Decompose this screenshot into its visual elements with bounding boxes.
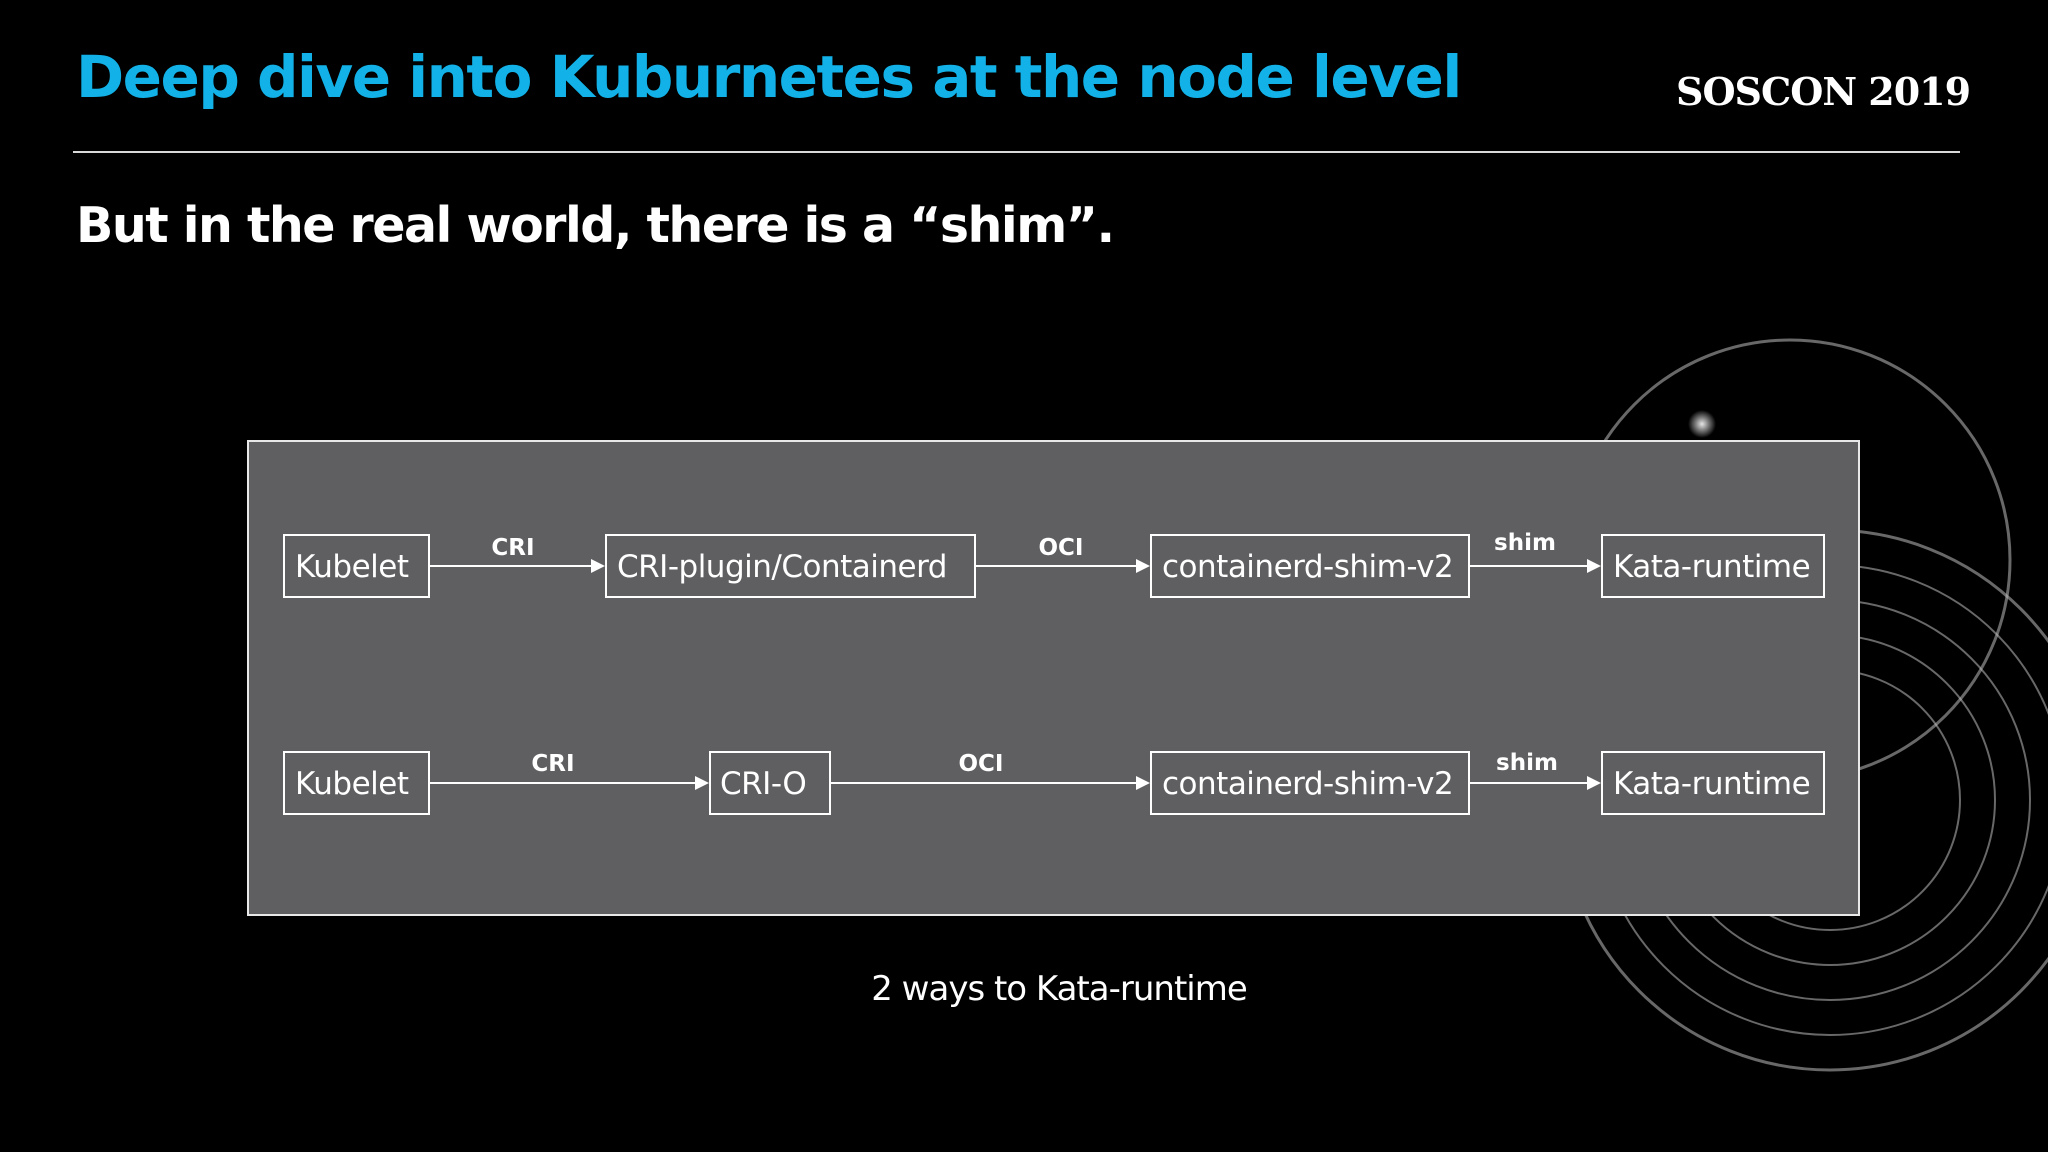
edge-label-cri: CRI (531, 751, 574, 777)
node-box (1601, 751, 1825, 815)
node-kata-runtime: Kata-runtime (1613, 549, 1810, 585)
diagram-caption: 2 ways to Kata-runtime (871, 969, 1248, 1009)
arrowhead (1136, 776, 1150, 790)
conference-logo: SOSCON 2019 (1676, 69, 1971, 114)
edge-label-shim: shim (1494, 530, 1556, 556)
edge-label-shim: shim (1496, 750, 1558, 776)
arrowhead (591, 559, 605, 573)
flow-row-1: Kubelet CRI CRI-plugin/Containerd OCI co… (283, 530, 1825, 598)
node-box (1601, 534, 1825, 598)
diagram-panel (247, 440, 1860, 916)
arrowhead (695, 776, 709, 790)
node-kubelet: Kubelet (295, 766, 409, 802)
edge-label-oci: OCI (959, 751, 1004, 777)
node-containerd-shim-v2: containerd-shim-v2 (1162, 766, 1453, 802)
node-cri-o: CRI-O (720, 766, 806, 802)
node-kata-runtime: Kata-runtime (1613, 766, 1810, 802)
edge-label-oci: OCI (1039, 535, 1084, 561)
arrowhead (1136, 559, 1150, 573)
arrowhead (1587, 559, 1601, 573)
node-containerd-shim-v2: containerd-shim-v2 (1162, 549, 1453, 585)
slide-title: Deep dive into Kuburnetes at the node le… (76, 43, 1462, 111)
node-kubelet: Kubelet (295, 549, 409, 585)
node-cri-plugin-containerd: CRI-plugin/Containerd (617, 549, 947, 585)
title-divider (73, 151, 1960, 153)
flow-row-2: Kubelet CRI CRI-O OCI containerd-shim-v2… (283, 750, 1825, 815)
slide-subtitle: But in the real world, there is a “shim”… (76, 197, 1115, 254)
arrowhead (1587, 776, 1601, 790)
edge-label-cri: CRI (491, 535, 534, 561)
